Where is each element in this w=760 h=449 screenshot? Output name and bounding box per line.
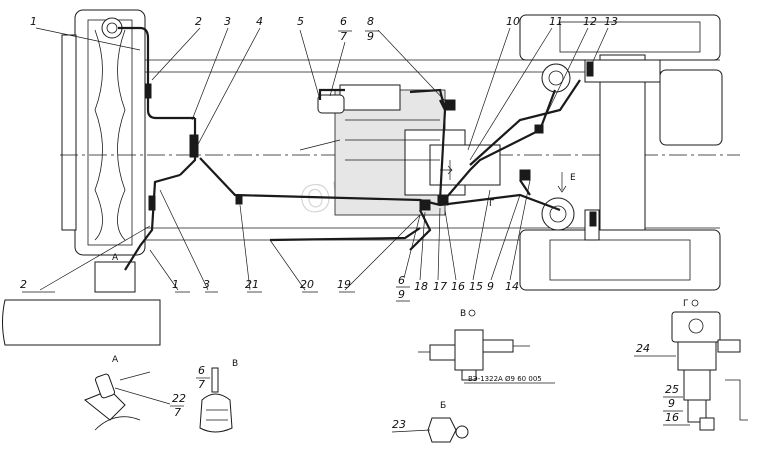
- callout-4-top: 4: [256, 15, 263, 28]
- callout-16-bottom: 16: [451, 280, 465, 293]
- callout-1-top: 1: [30, 15, 37, 28]
- callout-8-top: 8: [367, 15, 374, 28]
- detail-letter-b: В: [460, 309, 466, 319]
- detail-callout-6: 6: [198, 364, 205, 377]
- bottom-callouts: 6 9 18 17 16 15 9 14: [396, 179, 531, 302]
- callout-9-top: 9: [367, 30, 374, 43]
- left-callouts: 2 1 3 21 20 19: [20, 189, 421, 293]
- top-leaders: [35, 27, 609, 161]
- callout-19-left: 19: [337, 278, 351, 291]
- callout-15-bottom: 15: [469, 280, 483, 293]
- detail-view-g: Г 24 25 9 16: [634, 299, 748, 431]
- callout-3-top: 3: [224, 15, 231, 28]
- detail-view-a: А 22 7: [84, 355, 186, 431]
- chassis-frame: [2, 9, 740, 346]
- callout-9-bottom-b: 9: [487, 280, 494, 293]
- detail-view-b: В ВЭ-1322А Ø9 60 005: [418, 309, 555, 384]
- callout-11-top: 11: [549, 15, 563, 28]
- detail-letter-v: В: [232, 359, 238, 369]
- callout-18-bottom: 18: [414, 280, 428, 293]
- detail-callout-25: 25: [665, 383, 679, 396]
- callout-6-top: 6: [340, 15, 347, 28]
- callout-20-left: 20: [300, 278, 314, 291]
- callout-12-top: 12: [583, 15, 597, 28]
- callout-3-left: 3: [203, 278, 210, 291]
- callout-2-top: 2: [195, 15, 202, 28]
- detail-callout-16: 16: [665, 411, 679, 424]
- detail-letter-beta: Б: [440, 401, 446, 411]
- callout-13-top: 13: [604, 15, 618, 28]
- callout-6-bottom: 6: [398, 274, 405, 287]
- detail-view-brake-chamber: 6 7 В: [196, 359, 238, 433]
- detail-callout-7b: 7: [198, 378, 205, 391]
- view-letter-e-main: Е: [570, 173, 576, 183]
- pipe-fittings: [144, 61, 597, 227]
- callout-9-bottom: 9: [398, 288, 405, 301]
- detail-view-beta: Б 23: [391, 401, 469, 443]
- callout-7-top: 7: [340, 30, 347, 43]
- callout-2-left: 2: [20, 278, 27, 291]
- callout-14-bottom: 14: [505, 280, 519, 293]
- view-letter-a-main: А: [112, 253, 119, 263]
- callout-17-bottom: 17: [433, 280, 447, 293]
- detail-a-letter: А: [112, 355, 119, 365]
- view-letter-g-main: Г: [489, 199, 495, 209]
- detail-callout-23: 23: [392, 418, 406, 431]
- detail-callout-7a: 7: [174, 406, 181, 419]
- top-callouts: 1 2 3 4 5 6 7 8 9 10 11 12 13: [30, 15, 618, 43]
- part-number-box: ВЭ-1322А Ø9 60 005: [468, 375, 542, 383]
- engine-block: [317, 84, 501, 216]
- detail-letter-g: Г: [683, 299, 689, 309]
- callout-5-top: 5: [297, 15, 304, 28]
- detail-callout-9: 9: [668, 397, 675, 410]
- detail-callout-24: 24: [636, 342, 650, 355]
- detail-callout-22: 22: [172, 392, 186, 405]
- callout-21-left: 21: [245, 278, 259, 291]
- callout-10-top: 10: [506, 15, 520, 28]
- callout-1-left: 1: [172, 278, 179, 291]
